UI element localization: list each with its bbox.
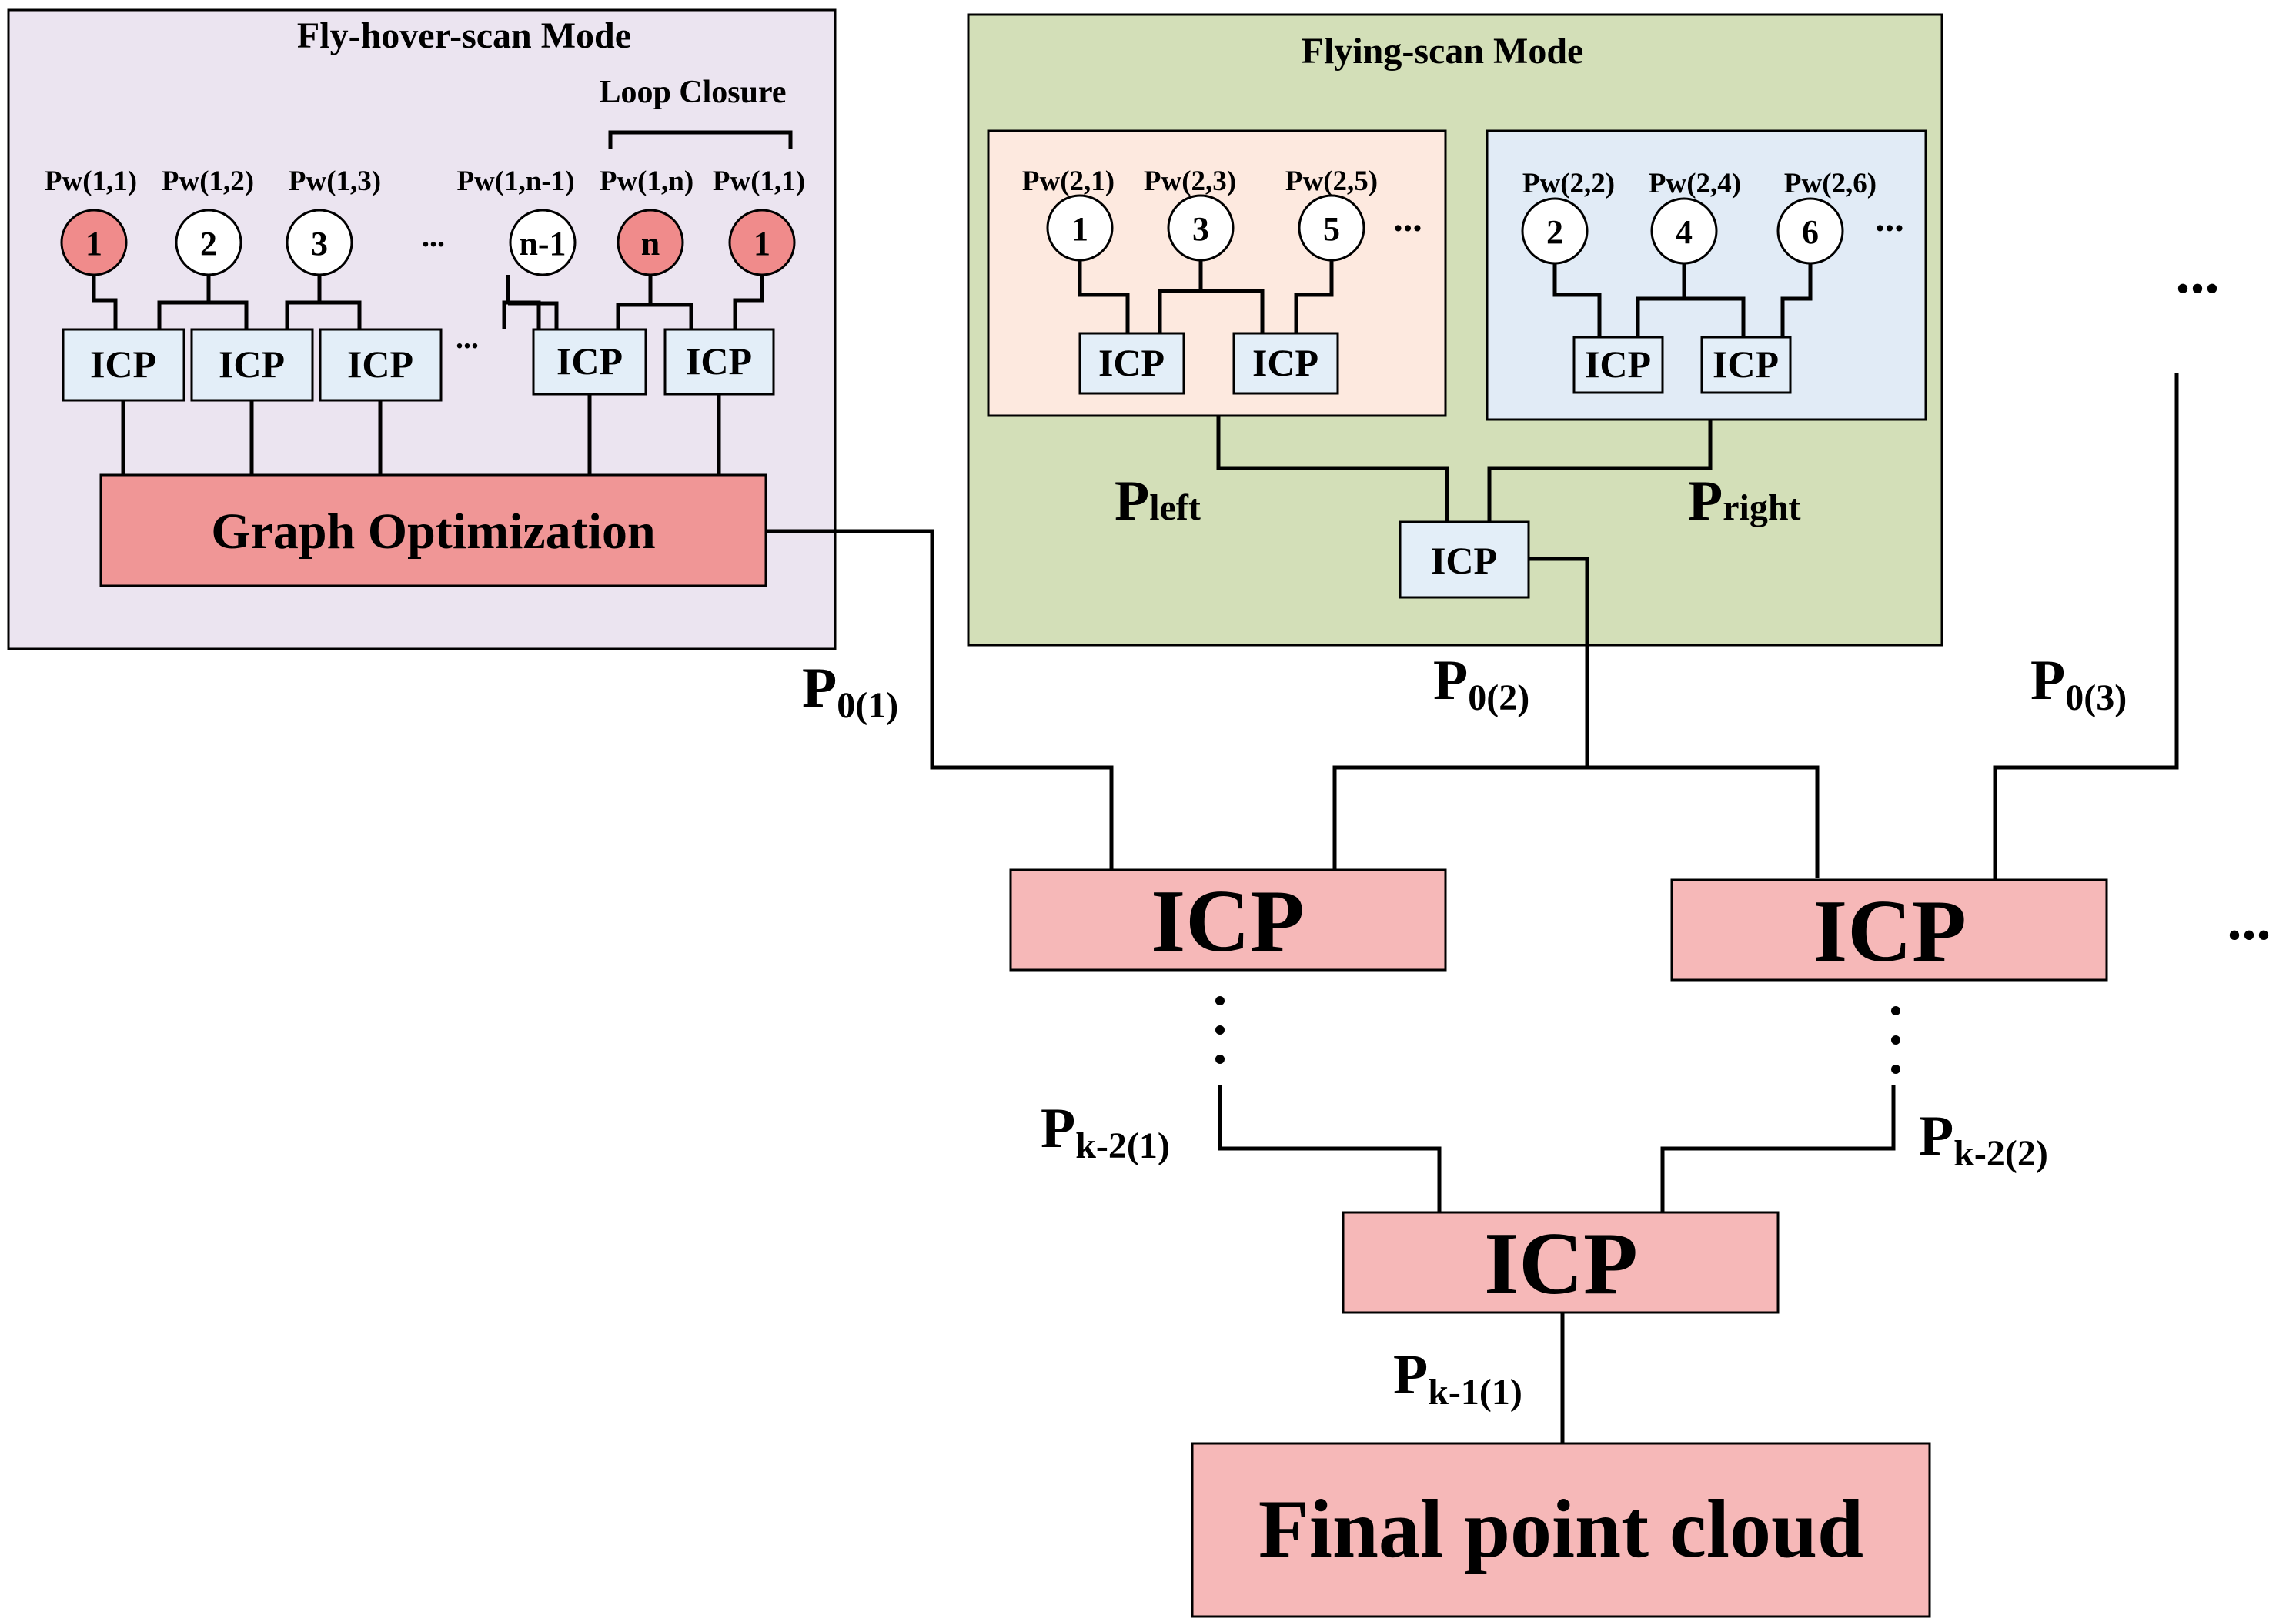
ellipsis: ... xyxy=(1875,196,1904,239)
icp-merge-label: ICP xyxy=(1151,872,1305,971)
pw-label: Pw(2,3) xyxy=(1144,166,1236,197)
scan-node-label: 4 xyxy=(1676,213,1693,251)
scan-node xyxy=(1046,194,1114,262)
flying-scan-title: Flying-scan Mode xyxy=(1302,31,1584,72)
p-left-label: Pleft xyxy=(1115,470,1201,533)
p0-3-label: P0(3) xyxy=(2030,649,2127,718)
p0-1-label: P0(1) xyxy=(802,657,898,726)
icp-merge-label: ICP xyxy=(1484,1215,1638,1313)
scan-node xyxy=(1521,197,1589,265)
icp-box xyxy=(532,328,647,396)
loop-closure-label: Loop Closure xyxy=(599,75,786,110)
connector-line xyxy=(121,394,721,475)
icp-box xyxy=(62,328,185,402)
connector-line xyxy=(1216,416,1713,522)
pw-label: Pw(2,2) xyxy=(1522,168,1615,199)
connector-line xyxy=(1552,263,1813,337)
scan-node xyxy=(1650,197,1718,265)
pk2-2-label: Pk-2(2) xyxy=(1919,1105,2048,1174)
icp-box xyxy=(319,328,443,402)
scan-node-label: 5 xyxy=(1323,210,1340,248)
pw-label: Pw(2,5) xyxy=(1285,166,1378,197)
pw-label: Pw(1,3) xyxy=(289,166,381,197)
icp-label: ICP xyxy=(686,339,752,383)
scan-node-label: n-1 xyxy=(519,225,566,263)
icp-box xyxy=(1232,332,1339,395)
icp-box xyxy=(1399,520,1530,599)
icp-label: ICP xyxy=(1713,343,1779,386)
final-point-cloud-box xyxy=(1191,1442,1931,1618)
scan-node xyxy=(509,209,577,276)
pw-label: Pw(1,n) xyxy=(600,166,693,197)
scan-node xyxy=(175,209,242,276)
icp-merge-box xyxy=(1009,868,1447,972)
connector-line xyxy=(502,275,541,329)
pw-label: Pw(2,1) xyxy=(1022,166,1115,197)
icp-label: ICP xyxy=(1585,343,1651,386)
pk1-1-label: Pk-1(1) xyxy=(1393,1343,1522,1413)
scan-node-label: 3 xyxy=(1192,210,1209,248)
graph-optimization-label: Graph Optimization xyxy=(211,503,656,560)
pw-label: Pw(1,2) xyxy=(162,166,254,197)
ellipsis: ... xyxy=(2227,888,2271,952)
icp-label: ICP xyxy=(90,343,156,386)
icp-label: ICP xyxy=(1098,341,1165,384)
final-point-cloud-label: Final point cloud xyxy=(1258,1483,1863,1575)
scan-node-highlighted xyxy=(617,209,684,276)
left-scan-group xyxy=(987,129,1447,417)
graph-optimization-box xyxy=(99,473,767,587)
icp-label: ICP xyxy=(219,343,285,386)
scan-node-label: 1 xyxy=(754,225,770,263)
icp-label: ICP xyxy=(1431,539,1497,582)
fly-hover-scan-title: Fly-hover-scan Mode xyxy=(297,15,631,56)
ellipsis: ... xyxy=(1393,196,1422,239)
icp-box xyxy=(1700,336,1792,394)
icp-merge-box xyxy=(1670,878,2108,982)
icp-label: ICP xyxy=(1252,341,1318,384)
scan-node-label: 2 xyxy=(1546,213,1563,251)
pw-label: Pw(1,1) xyxy=(45,166,137,197)
scan-node xyxy=(1776,197,1844,265)
icp-label: ICP xyxy=(347,343,413,386)
scan-node xyxy=(1298,194,1365,262)
scan-node-label: 1 xyxy=(1071,210,1088,248)
icp-box xyxy=(1572,336,1664,394)
scan-node-label: 1 xyxy=(85,225,102,263)
loop-closure-bracket xyxy=(608,130,793,149)
connector-line xyxy=(1078,260,1334,333)
icp-label: ICP xyxy=(556,339,623,383)
scan-node xyxy=(286,209,353,276)
pw-label: Pw(2,6) xyxy=(1784,168,1877,199)
icp-merge-box xyxy=(1342,1211,1780,1314)
scan-node xyxy=(1167,194,1235,262)
scan-node-label: 6 xyxy=(1802,213,1819,251)
scan-node-highlighted xyxy=(728,209,796,276)
p0-2-label: P0(2) xyxy=(1433,649,1529,718)
vertical-ellipsis xyxy=(1215,996,1900,1074)
ellipsis: ... xyxy=(456,320,479,355)
icp-box xyxy=(190,328,314,402)
pw-label: Pw(1,n-1) xyxy=(456,166,574,197)
scan-node-label: 2 xyxy=(200,225,217,263)
icp-box xyxy=(663,328,775,396)
ellipsis: ... xyxy=(2176,241,2220,306)
ellipsis: ... xyxy=(422,219,445,253)
pw-label: Pw(1,1) xyxy=(713,166,805,197)
scan-node-highlighted xyxy=(60,209,128,276)
scan-node-label: n xyxy=(641,225,660,263)
pw-label: Pw(2,4) xyxy=(1649,168,1741,199)
pk2-1-label: Pk-2(1) xyxy=(1041,1097,1170,1166)
connector-line xyxy=(766,373,2179,881)
p-right-label: Pright xyxy=(1688,470,1801,533)
scan-node-label: 3 xyxy=(311,225,328,263)
icp-merge-label: ICP xyxy=(1813,882,1967,981)
icp-box xyxy=(1078,332,1185,395)
connector-line xyxy=(1218,1085,1896,1443)
